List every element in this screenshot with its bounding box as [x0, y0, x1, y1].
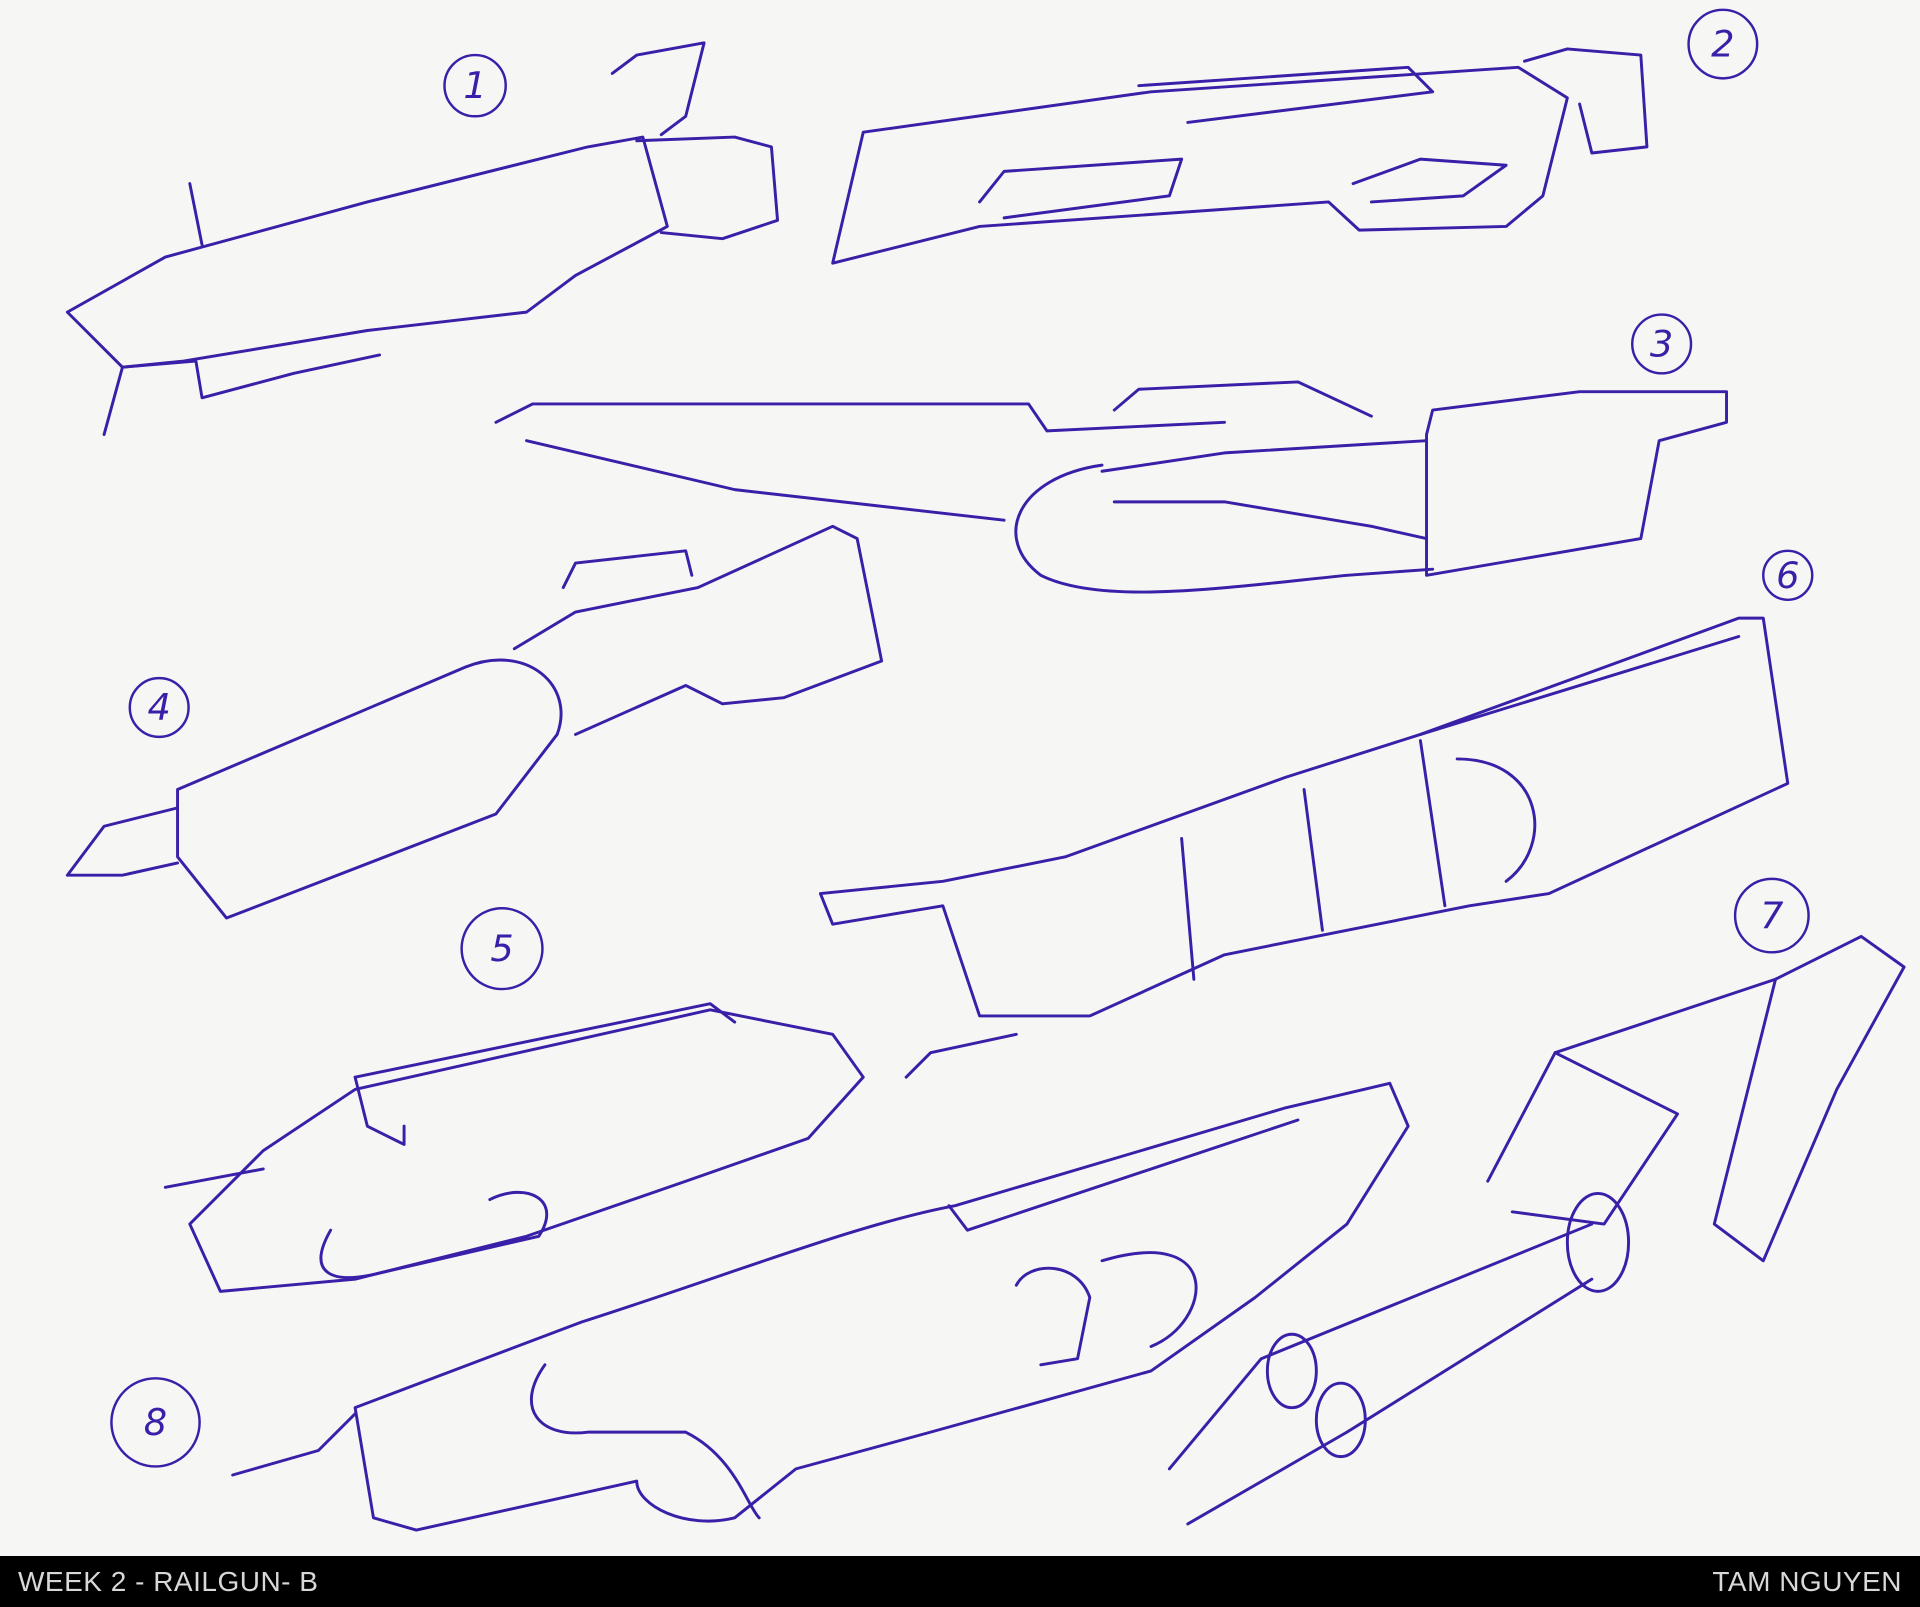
- label-circle-7: [1733, 877, 1810, 954]
- railgun-concept-8: [231, 1081, 1410, 1532]
- railgun-concept-6: [818, 616, 1790, 1079]
- railgun-concept-7: [1167, 934, 1906, 1526]
- label-1: 1: [463, 64, 486, 107]
- railgun-concept-1: [65, 41, 780, 437]
- label-circle-5: [460, 907, 544, 991]
- label-4: 4: [147, 686, 170, 729]
- label-7: 7: [1760, 894, 1784, 937]
- railgun-concept-3: [494, 380, 1728, 594]
- railgun-concept-5: [163, 1002, 865, 1293]
- caption-bar: WEEK 2 - RAILGUN- B TAM NGUYEN: [0, 1556, 1920, 1607]
- railgun-concept-4: [65, 524, 884, 920]
- label-circle-3: [1631, 313, 1693, 375]
- railgun-concept-2: [831, 47, 1649, 265]
- label-6: 6: [1776, 554, 1799, 597]
- label-2: 2: [1711, 23, 1734, 66]
- label-circle-8: [110, 1377, 201, 1468]
- label-5: 5: [490, 927, 513, 970]
- railgun-sketch-sheet: 1 2 3 4 6: [65, 8, 1906, 1532]
- label-circle-6: [1762, 549, 1814, 602]
- label-circle-1: [443, 53, 507, 118]
- label-3: 3: [1650, 322, 1673, 365]
- label-8: 8: [144, 1401, 167, 1444]
- label-circle-2: [1687, 8, 1759, 80]
- caption-author: TAM NGUYEN: [1712, 1566, 1902, 1597]
- caption-title: WEEK 2 - RAILGUN- B: [18, 1566, 319, 1597]
- label-circle-4: [128, 676, 190, 739]
